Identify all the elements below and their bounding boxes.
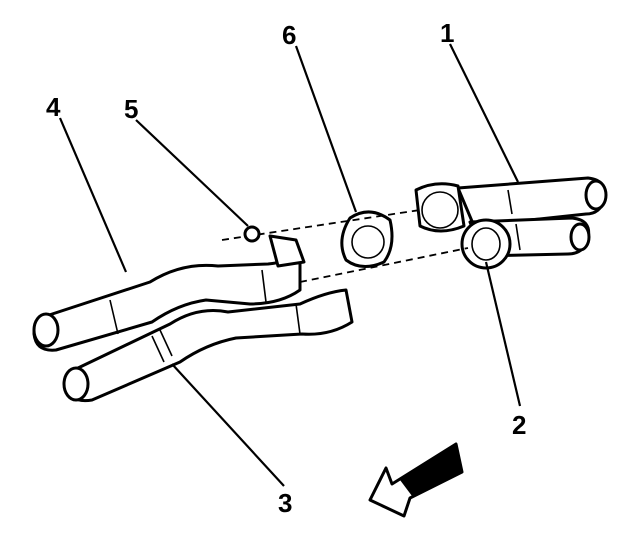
callout-6: 6 — [282, 20, 296, 50]
front-y-pipe-assembly — [32, 234, 354, 403]
callout-1: 1 — [440, 18, 454, 48]
callout-4: 4 — [46, 92, 61, 122]
callout-2: 2 — [512, 410, 526, 440]
leader-lines — [58, 43, 522, 487]
flange-gasket — [340, 210, 394, 268]
flange-nut — [243, 225, 261, 243]
callout-5: 5 — [124, 94, 138, 124]
direction-arrow-icon — [368, 442, 464, 518]
alignment-lines — [221, 209, 469, 283]
rear-pipe-assembly — [414, 176, 608, 270]
callout-3: 3 — [278, 488, 292, 518]
